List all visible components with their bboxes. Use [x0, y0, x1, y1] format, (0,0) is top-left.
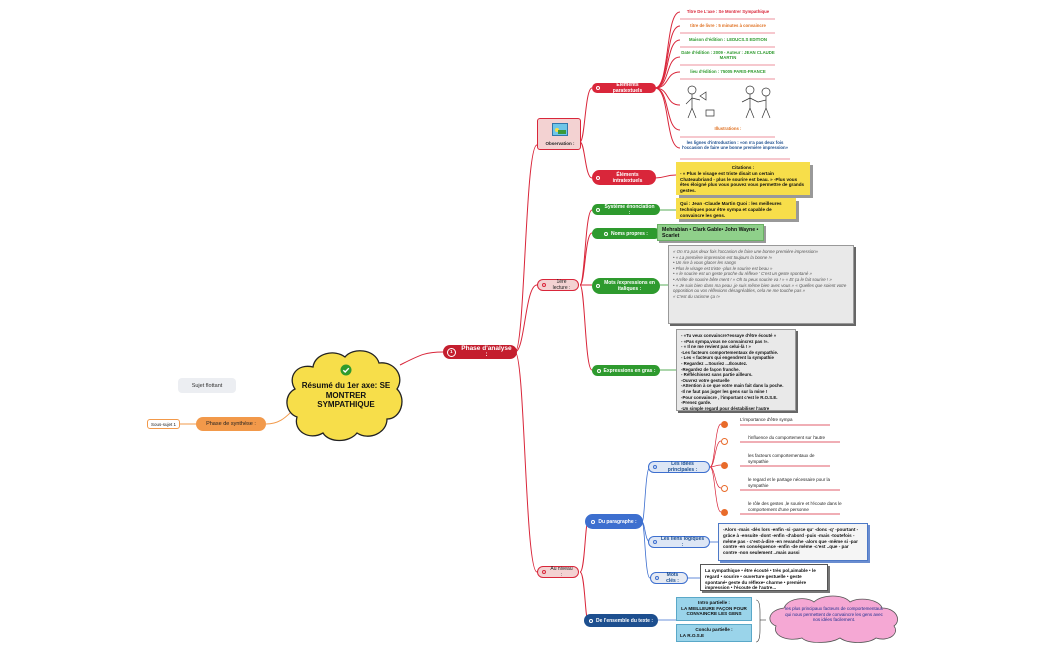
intro-lines-attr: les lignes d'introduction : «on n'a pas … — [681, 140, 789, 151]
bold-expressions-note: - «Tu veux convaincre?essaye d'être écou… — [676, 329, 796, 411]
central-topic-title: Résumé du 1er axe: SE MONTRER SYMPATHIQU… — [301, 381, 391, 409]
partial-intro-text: LA MEILLEURE FAÇON POUR CONVAINCRE LES G… — [681, 605, 747, 617]
illustrations-attr: Illustrations : — [714, 126, 742, 131]
idea-marker — [721, 462, 728, 469]
bold-line: -Prenez garde. — [681, 400, 712, 406]
logical-links-node[interactable]: Les liens logiques : — [648, 536, 710, 548]
partial-conclusion-title: Conclu partielle : — [695, 627, 733, 632]
italic-line: • « le sourire est un geste proche du ré… — [673, 271, 812, 277]
illustration-image — [685, 85, 771, 119]
keywords-note: La sympathique • être écouté • très pol,… — [700, 564, 828, 591]
idea-marker — [721, 438, 728, 445]
proper-names-node[interactable]: Noms propres : — [592, 228, 660, 239]
paratextual-elements-label: Éléments paratextuels — [612, 82, 643, 94]
first-reading-label: 1ère lecture : — [552, 279, 571, 291]
bold-line: - «Tu veux convaincre?essaye d'être écou… — [681, 333, 777, 338]
idea-marker — [721, 421, 728, 428]
italic-line: « On n'a pas deux fois l'occasion de fai… — [673, 249, 819, 254]
idea-marker — [721, 509, 728, 516]
italic-line: • « La première impression est toujours … — [673, 254, 773, 260]
bold-line: -Pour convaincre , l'important c'est le … — [681, 394, 778, 400]
check-badge-icon — [300, 360, 392, 380]
italic-line: « C'est du racisme ça !» — [673, 293, 720, 299]
whole-text-node[interactable]: De l'ensemble du texte : — [584, 614, 658, 627]
citations-text: - « Plus le visage est triste disait un … — [680, 170, 805, 194]
bold-line: -Il ne faut pas juger les gens sur la mi… — [681, 388, 768, 394]
keywords-node[interactable]: Mots clés : — [650, 572, 688, 584]
main-ideas-node[interactable]: Les idées principales : — [648, 461, 710, 473]
bold-line: -Attention à ce que votre main fait dans… — [681, 383, 784, 389]
main-idea-3: les facteurs comportementaux de sympathi… — [748, 453, 815, 464]
numbered-marker-icon: 1 — [447, 347, 456, 357]
central-topic-cloud[interactable] — [283, 345, 408, 445]
summary-cloud-text: les plus principaux facteurs de comporte… — [785, 606, 883, 622]
paratextual-elements-node[interactable]: Éléments paratextuels — [592, 82, 656, 94]
intratextual-elements-node[interactable]: Éléments intratextuels — [592, 170, 656, 185]
bold-line: -Regardez de façon franche. — [681, 366, 740, 372]
bold-expressions-node[interactable]: Expressions en gras : — [592, 365, 660, 376]
publisher-attr: Maison d'édition : LEDUCS.S EDITION — [689, 37, 767, 42]
bold-line: - «Pas sympa,vous ne convaincrez pas !». — [681, 338, 769, 344]
main-ideas-label: Les idées principales : — [667, 461, 698, 473]
main-idea-1: L'importance d'être sympa — [740, 417, 793, 422]
main-idea-4: le regard et le partage nécessaire pour … — [748, 477, 831, 488]
summary-cloud — [769, 595, 898, 643]
enunciation-note: Qui : Jean -Claude Martin Quoi : les mei… — [676, 198, 796, 219]
paragraph-label: Du paragraphe : — [598, 518, 637, 525]
main-idea-5: le rôle des gestes ,le sourire et l'écou… — [748, 501, 842, 512]
italic-line: • « Je suis bien dans ma peau ,je suis m… — [673, 282, 847, 294]
bold-line: -Un simple regard pour déstabiliser l'au… — [681, 405, 770, 411]
bold-expressions-label: Expressions en gras : — [603, 367, 656, 374]
partial-intro-title: Intro partielle : — [698, 600, 730, 605]
italic-words-node[interactable]: Mots /expressions en italiques : — [592, 278, 660, 294]
at-level-label: Au niveau : — [550, 566, 573, 578]
proper-names-label: Noms propres : — [611, 230, 648, 237]
bold-line: - Réfléchissez sans partie ailleurs. — [681, 372, 753, 378]
paragraph-node[interactable]: Du paragraphe : — [585, 514, 643, 529]
publication-place-attr: lieu d'édition : 75005 PARIS-FRANCE — [690, 69, 766, 74]
enunciation-system-label: Système énonciation : — [604, 203, 655, 216]
analysis-phase-node[interactable]: 1 Phase d'analyse : — [443, 345, 517, 359]
publication-date-attr: Date d'édition : 2009 - Auteur : JEAN CL… — [681, 50, 775, 61]
logical-links-label: Les liens logiques : — [660, 536, 705, 548]
analysis-phase-label: Phase d'analyse : — [461, 345, 512, 358]
picture-icon — [552, 123, 568, 136]
italic-words-note: « On n'a pas deux fois l'occasion de fai… — [668, 245, 854, 324]
axis-title-attr: Titre De L'axe : Se Montrer Sympathique — [686, 9, 770, 14]
bold-line: - « Il ne me revient pas celui-là ! » — [681, 344, 751, 350]
bold-line: -Ouvrez votre gestuelle — [681, 377, 730, 383]
keywords-label: Mots clés : — [666, 572, 679, 584]
observation-node[interactable]: Observation : — [537, 118, 581, 150]
bold-line: -Les facteurs comportementaux de sympath… — [681, 349, 779, 355]
bold-line: - Les « facteurs qui engendrent la sympa… — [681, 355, 774, 361]
italic-line: • Arrête de sourire bête ment ! » Oh tu … — [673, 276, 832, 282]
italic-line: • Plus le visage est triste -plus le sou… — [673, 265, 773, 271]
partial-conclusion-text: LA R.O.S.E — [680, 632, 705, 638]
italic-line: • Un rire à vous glacer les sangs — [673, 260, 737, 266]
book-title-attr: titre de livre : 5 minutes à convaincre — [690, 23, 766, 28]
partial-intro-node[interactable]: Intro partielle : LA MEILLEURE FAÇON POU… — [676, 597, 752, 621]
synthesis-phase-node[interactable]: Phase de synthèse : — [196, 417, 266, 431]
subtopic-node[interactable]: Sous-sujet 1 — [147, 419, 180, 429]
italic-words-label: Mots /expressions en italiques : — [604, 280, 655, 292]
floating-topic[interactable]: Sujet flottant — [178, 378, 236, 393]
observation-label: Observation : — [545, 141, 575, 146]
main-idea-2: l'influence du comportement sur l'autre — [748, 435, 826, 440]
at-level-node[interactable]: Au niveau : — [537, 566, 579, 578]
partial-conclusion-node[interactable]: Conclu partielle : LA R.O.S.E — [676, 624, 752, 642]
citations-title: Citations : — [731, 165, 755, 170]
idea-marker — [721, 485, 728, 492]
whole-text-label: De l'ensemble du texte : — [595, 617, 654, 624]
logical-links-note: -Alors -mais -dès lors -enfin -si -parce… — [718, 523, 868, 561]
citations-note: Citations : - « Plus le visage est trist… — [676, 162, 810, 195]
first-reading-node[interactable]: 1ère lecture : — [537, 279, 579, 291]
proper-names-note: Mehrabian • Clark Gable• John Wayne • Sc… — [657, 224, 764, 241]
enunciation-system-node[interactable]: Système énonciation : — [592, 203, 660, 216]
bold-line: - Regardez ...Souriez ...Écoutez. — [681, 360, 748, 366]
intratextual-elements-label: Éléments intratextuels — [612, 171, 643, 184]
